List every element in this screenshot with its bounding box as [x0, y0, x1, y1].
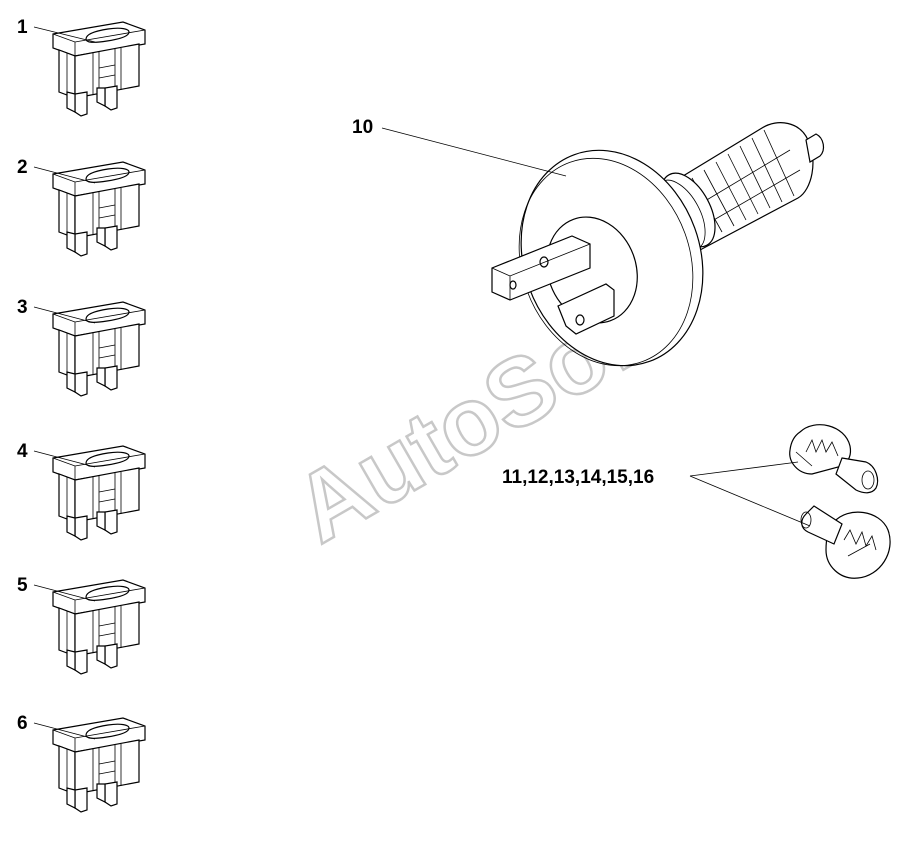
callout-1: 1 — [17, 17, 28, 38]
headlight-bulb-10: 10 — [352, 117, 825, 367]
callout-6: 6 — [17, 713, 28, 734]
callout-11-16: 11,12,13,14,15,16 — [502, 467, 654, 488]
callout-3: 3 — [17, 297, 28, 318]
fuse-1: 1 — [17, 17, 146, 117]
fuse-5: 5 — [17, 575, 146, 675]
fuse-6: 6 — [17, 713, 146, 813]
callout-4: 4 — [17, 441, 28, 462]
callout-2: 2 — [17, 157, 28, 178]
small-bulbs-11-16: 11,12,13,14,15,16 — [502, 424, 891, 579]
fuse-2: 2 — [17, 157, 146, 257]
fuse-3: 3 — [17, 297, 146, 397]
callout-10: 10 — [352, 117, 373, 138]
callout-5: 5 — [17, 575, 28, 596]
fuse-4: 4 — [17, 441, 146, 541]
